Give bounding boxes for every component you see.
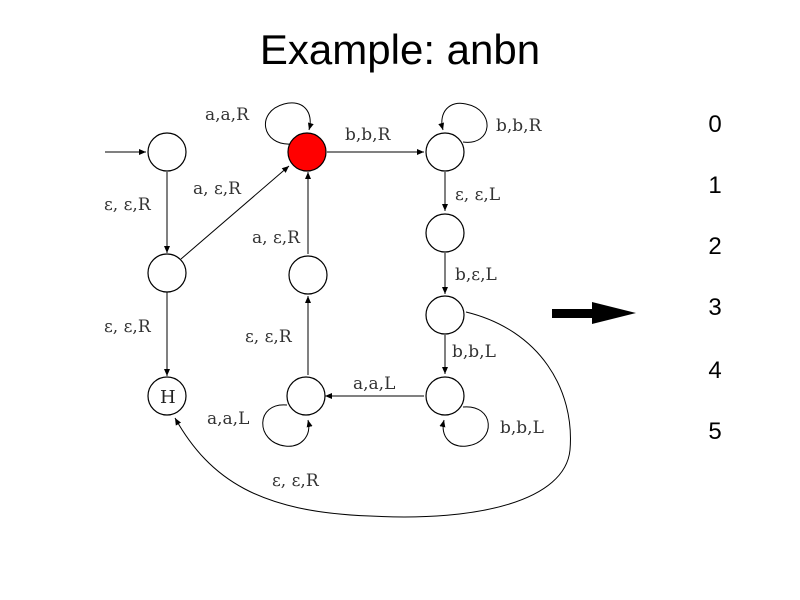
label-q5-self: b,b,L (500, 418, 544, 438)
label-q5-to-q6: a,a,L (353, 374, 395, 394)
label-q0-self: a,a,R (205, 105, 250, 125)
label-q0-to-q2: b,b,R (345, 125, 392, 145)
tape-pointer-arrow (552, 302, 636, 324)
tape-cell-4: 4 (708, 357, 722, 384)
state-q6 (286, 376, 326, 416)
label-qmid-to-q0: a, ε,R (252, 228, 301, 248)
tape-cell-1: 1 (708, 172, 722, 199)
label-qa-to-q0: a, ε,R (193, 179, 242, 199)
state-current-q0 (287, 132, 327, 172)
halt-state-label: H (160, 387, 176, 408)
state-q2 (425, 132, 465, 172)
edge-q4-to-h (174, 311, 571, 518)
label-q4-to-q5: b,b,L (452, 342, 496, 362)
state-qa (147, 253, 187, 293)
state-q3 (425, 213, 465, 253)
edge-q6-self-loop (262, 404, 313, 447)
label-start-to-qa: ε, ε,R (104, 195, 152, 215)
label-q3-to-q4: b,ε,L (455, 265, 497, 285)
label-q6-to-qmid: ε, ε,R (245, 327, 293, 347)
label-q6-self: a,a,L (207, 409, 249, 429)
label-q2-to-q3: ε, ε,L (455, 185, 500, 205)
tape-cell-2: 2 (708, 233, 722, 260)
state-q5 (425, 376, 465, 416)
edge-qa-to-q0 (180, 165, 290, 260)
state-start (147, 132, 187, 172)
tape-cell-3: 3 (708, 294, 722, 321)
edge-q0-self-loop (265, 102, 314, 145)
label-q2-self: b,b,R (496, 116, 543, 136)
state-q4 (425, 295, 465, 335)
label-qa-to-h: ε, ε,R (104, 317, 152, 337)
state-halt (147, 376, 187, 416)
page-title: Example: anbn (259, 26, 541, 73)
state-qmid (288, 255, 328, 295)
edge-q5-self-loop (439, 406, 489, 447)
edge-q2-self-loop (438, 102, 488, 143)
tape-cell-5: 5 (708, 418, 722, 445)
tape-cell-0: 0 (708, 111, 722, 138)
label-q4-to-h: ε, ε,R (272, 471, 320, 491)
